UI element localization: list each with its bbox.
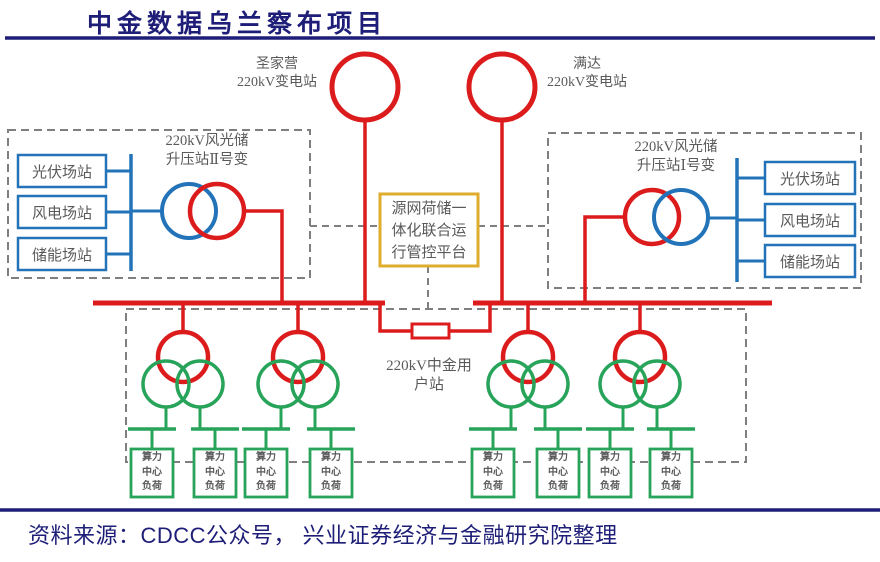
load-label-1: 算力中心负荷 [131,451,173,495]
load-box-8 [648,447,694,499]
label-line: 负荷 [483,481,503,493]
load-label-6: 算力中心负荷 [537,451,579,495]
label-line: 满达 [573,57,601,72]
label-line: 中心 [600,466,620,478]
label-line: 算力 [142,452,162,463]
label-line: 220kV变电站 [546,75,628,90]
load-connections [128,427,695,499]
user-station-boundary [125,308,747,463]
label-line: 负荷 [321,481,341,493]
pv-plant-box [763,160,857,196]
wind-plant-label: 风电场站 [779,213,840,230]
booster-2-export-line [244,209,284,303]
user-transformer-group-1 [141,303,225,429]
user-transformer-group-3 [486,303,570,429]
hv-winding-icon [612,329,668,385]
label-line: 算力 [256,452,276,463]
page-title: 中金数据乌兰察布项目 [87,10,388,38]
booster-station-2-boundary [7,129,311,279]
load-box-4 [308,447,354,499]
label-line: 220kV变电站 [236,75,318,90]
load-label-2: 算力中心负荷 [194,451,236,495]
storage-plant-label: 储能场站 [31,247,92,264]
booster-1-export-line [583,215,625,303]
pv-plant-label: 光伏场站 [31,164,92,181]
load-box-7 [587,447,633,499]
load-box-6 [535,447,581,499]
booster-station-1-boundary [547,132,862,289]
booster-station-1-label: 220kV风光储 升压站Ⅰ号变 [616,138,736,176]
booster-station-2 [16,153,284,303]
label-line: 算力 [321,452,341,463]
load-label-4: 算力中心负荷 [310,451,352,495]
label-line: 负荷 [142,481,162,493]
label-line: 户站 [413,377,444,393]
transformer-1-lv-winding-icon [652,188,710,246]
label-line: 算力 [548,452,568,463]
label-line: 体化联合运 [391,223,467,239]
label-line: 220kV中金用 [386,358,472,374]
storage-plant-box [16,236,108,272]
label-line: 220kV风光储 [165,133,249,149]
label-line: 行管控平台 [391,245,467,261]
wind-plant-label: 风电场站 [31,205,92,222]
manda-substation-icon [466,51,538,123]
storage-plant-box [763,243,857,279]
wind-plant-box [16,194,108,230]
label-line: 负荷 [205,481,225,493]
user-transformer-group-2 [256,303,340,429]
label-line: 升压站Ⅱ号变 [165,152,249,168]
label-line: 算力 [483,452,503,463]
load-box-3 [243,447,289,499]
control-platform-label: 源网荷储一 体化联合运 行管控平台 [381,198,477,264]
load-label-5: 算力中心负荷 [472,451,514,495]
booster-station-2-label: 220kV风光储 升压站Ⅱ号变 [147,132,267,170]
label-line: 中心 [256,466,276,478]
label-line: 源网荷储一 [391,201,467,217]
hv-winding-icon [500,329,556,385]
bus-tie-breaker-icon [410,322,451,340]
load-box-5 [470,447,516,499]
manda-substation-label: 满达 220kV变电站 [532,56,642,92]
load-box-1 [129,447,175,499]
label-line: 中心 [483,466,503,478]
load-box-2 [192,447,238,499]
load-label-8: 算力中心负荷 [650,451,692,495]
load-label-3: 算力中心负荷 [245,451,287,495]
label-line: 中心 [321,466,341,478]
label-line: 升压站Ⅰ号变 [636,158,716,174]
label-line: 中心 [142,466,162,478]
label-line: 负荷 [256,481,276,493]
label-line: 负荷 [548,481,568,493]
storage-plant-label: 储能场站 [779,254,840,271]
label-line: 中心 [548,466,568,478]
pv-plant-box [16,153,108,189]
load-label-7: 算力中心负荷 [589,451,631,495]
source-note: 资料来源：CDCC公众号， 兴业证券经济与金融研究院整理 [28,523,618,548]
user-transformer-group-4 [598,303,682,429]
label-line: 圣家营 [256,57,298,72]
booster-station-1 [583,158,857,303]
pv-plant-label: 光伏场站 [779,171,840,188]
control-platform-box [378,192,480,268]
wind-plant-box [763,202,857,238]
transformer-2-lv-winding-icon [160,182,218,240]
label-line: 算力 [600,452,620,463]
label-line: 中心 [205,466,225,478]
label-line: 负荷 [661,481,681,493]
user-station-label: 220kV中金用 户站 [369,357,489,395]
label-line: 算力 [661,452,681,463]
label-line: 负荷 [600,481,620,493]
shengjiaying-substation-icon [329,51,401,123]
shengjiaying-substation-label: 圣家营 220kV变电站 [222,56,332,92]
label-line: 中心 [661,466,681,478]
label-line: 算力 [205,452,225,463]
hv-winding-icon [270,329,326,385]
hv-winding-icon [155,329,211,385]
label-line: 220kV风光储 [634,139,718,155]
